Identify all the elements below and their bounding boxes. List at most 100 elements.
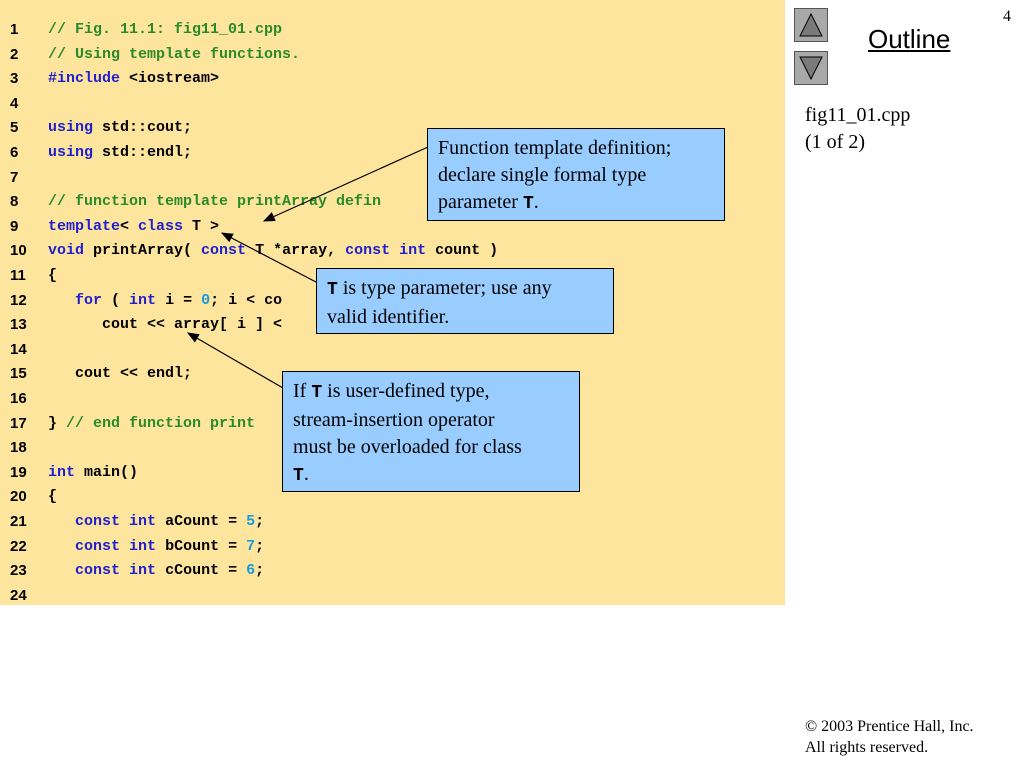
code-token: // Using template functions.: [48, 45, 301, 63]
triangle-up-icon: [799, 12, 823, 37]
code-token: #include: [48, 70, 121, 88]
code-token: main(): [75, 463, 139, 481]
code-token: <: [120, 217, 139, 235]
page-number: 4: [1003, 8, 1011, 25]
code-line: 12 for ( int i = 0; i < co: [0, 289, 785, 313]
line-number: 11: [10, 267, 26, 284]
arrow-stream-insertion: [186, 332, 284, 389]
copyright-line: 2003 Prentice Hall, Inc.: [817, 718, 974, 735]
callout-text: is user-defined type,: [322, 380, 490, 402]
code-text: int main(): [48, 461, 138, 485]
code-text: void printArray( const T *array, const i…: [48, 239, 498, 263]
code-token: <iostream>: [120, 70, 220, 88]
code-token: int: [48, 463, 76, 481]
arrow-type-parameter: [220, 232, 317, 283]
callout-type-parameter: T is type parameter; use any valid ident…: [316, 268, 614, 334]
line-number: 13: [10, 316, 27, 334]
line-number: 15: [10, 365, 27, 383]
callout-text: is type parameter; use any: [337, 277, 552, 299]
code-line: 1 // Fig. 11.1: fig11_01.cpp: [0, 18, 785, 42]
code-token: cout << endl;: [48, 365, 193, 383]
code-line: 18: [0, 436, 785, 460]
code-line: 13 cout << array[ i ] <: [0, 313, 785, 337]
line-number: 6: [10, 144, 19, 161]
code-line: 14: [0, 338, 785, 362]
code-token: using: [48, 119, 94, 137]
line-number: 10: [10, 242, 27, 260]
code-text: const int bCount = 7;: [48, 535, 264, 559]
code-text: {: [48, 485, 57, 509]
code-token: template: [48, 217, 121, 235]
code-token: ;: [255, 513, 265, 530]
callout-text: If: [293, 380, 312, 402]
outline-link[interactable]: Outline: [868, 24, 951, 54]
code-token: int: [129, 291, 157, 309]
code-token: const: [75, 513, 121, 530]
next-slide-button[interactable]: [794, 51, 828, 85]
code-text: const int aCount = 5;: [48, 510, 264, 534]
code-line: 8// function template printArray defin: [0, 190, 785, 214]
type-param-code: T: [293, 466, 304, 486]
code-token: 0: [201, 291, 211, 309]
line-number: 3: [10, 70, 19, 88]
previous-slide-button[interactable]: [794, 8, 828, 42]
code-line: 15 cout << endl;: [0, 362, 785, 386]
code-listing-panel: 1 // Fig. 11.1: fig11_01.cpp 2 // Using tem…: [0, 0, 785, 605]
code-line: 4: [0, 92, 785, 116]
callout-line: stream-insertion operator: [293, 409, 495, 431]
line-number: 14: [10, 340, 27, 358]
code-line: 21 const int aCount = 5;: [0, 510, 785, 534]
code-token: class: [138, 217, 184, 235]
code-token: 5: [246, 513, 256, 530]
code-text: } // end function print: [48, 412, 255, 436]
line-number: 24: [10, 586, 27, 604]
copyright-line: All rights reserved.: [805, 739, 929, 756]
line-number: 21: [10, 513, 27, 530]
callout-text: parameter: [438, 191, 523, 213]
code-token: }: [48, 414, 67, 432]
code-token: (: [102, 291, 130, 309]
line-number: 5: [10, 119, 19, 137]
code-token: i =: [156, 291, 202, 309]
code-token: int: [129, 537, 157, 555]
line-number: 2: [10, 45, 19, 63]
code-token: {: [48, 267, 58, 284]
file-caption: fig11_01.cpp (1 of 2): [805, 102, 910, 156]
line-number: 22: [10, 537, 27, 555]
code-line: 11 {: [0, 264, 785, 288]
line-number: 17: [10, 414, 27, 432]
code-text: // Fig. 11.1: fig11_01.cpp: [48, 18, 282, 42]
code-token: std::cout;: [93, 119, 193, 137]
callout-line: must be overloaded for class: [293, 436, 522, 458]
code-line: 22 const int bCount = 7;: [0, 535, 785, 559]
code-token: cout << array[ i ] <: [48, 316, 283, 334]
callout-line: valid identifier.: [327, 306, 450, 328]
code-token: int: [129, 562, 157, 580]
code-text: using std::endl;: [48, 141, 192, 165]
file-name: fig11_01.cpp: [805, 104, 911, 126]
line-number: 1: [10, 21, 19, 38]
type-param-code: T: [522, 194, 534, 214]
code-line: 23 const int cCount = 6;: [0, 559, 785, 583]
code-line: 5 using std::cout;: [0, 116, 785, 140]
code-line: 17 } // end function print: [0, 412, 785, 436]
line-number: 4: [10, 94, 19, 112]
code-token: // function template printArray defin: [48, 193, 382, 211]
line-number: 16: [10, 390, 27, 407]
code-line: 7: [0, 166, 785, 190]
copyright-symbol: ©: [805, 718, 818, 735]
code-text: // function template printArray defin: [48, 190, 381, 214]
code-token: const: [201, 242, 247, 260]
line-number: 7: [10, 168, 19, 186]
code-line: 2 // Using template functions.: [0, 43, 785, 67]
code-token: printArray(: [84, 242, 202, 260]
type-param-code: T: [327, 280, 338, 300]
copyright-notice: © 2003 Prentice Hall, Inc. All rights re…: [805, 716, 974, 758]
code-token: std::endl;: [93, 144, 193, 161]
code-token: for: [75, 291, 103, 309]
triangle-down-icon: [799, 56, 823, 81]
code-token: ;: [255, 537, 265, 555]
code-line: 10 void printArray( const T *array, const…: [0, 239, 785, 263]
